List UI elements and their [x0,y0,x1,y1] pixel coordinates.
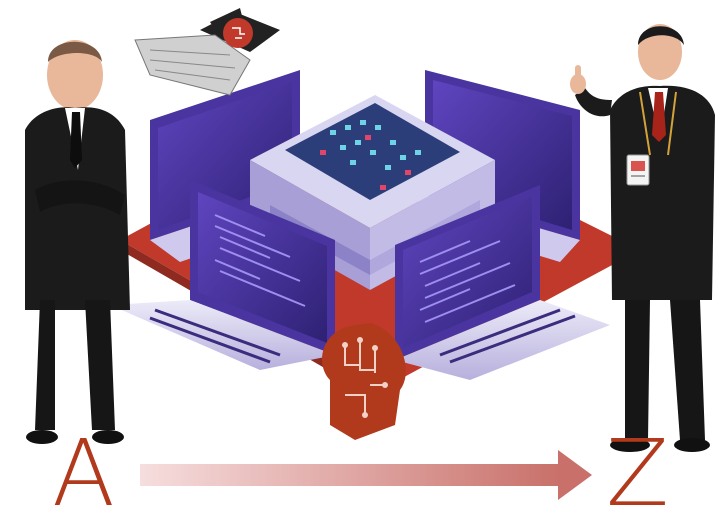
businessman-right [570,24,715,452]
laptop-front-right [395,185,610,380]
id-badge-icon [626,154,650,186]
robotic-hand-icon [134,8,280,96]
laptop-front-left [110,180,335,370]
end-letter: Z [606,420,670,527]
brain-circuit-icon [223,18,253,48]
brain-circuit-icon [322,323,406,440]
arrow-right-icon [140,450,592,500]
start-letter: A [52,420,115,527]
businessman-left [25,40,130,444]
illustration [25,8,715,500]
